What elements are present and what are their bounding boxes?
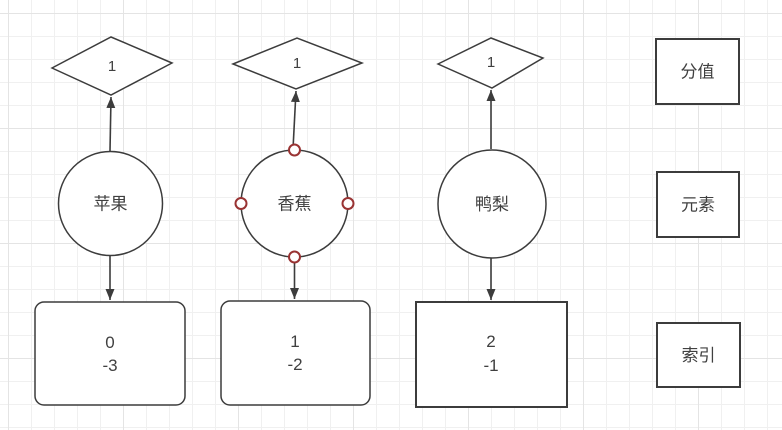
connection-handle-top[interactable] [288,143,301,157]
legend-box-element[interactable] [656,171,740,238]
circle-element-1[interactable] [57,150,164,257]
rect-index-2-bottom-label: -2 [287,355,302,374]
diamond-score-2[interactable] [230,37,365,90]
circle-element-3[interactable] [437,149,547,259]
rect-index-1-top-label: 0 [105,333,114,352]
legend-box-index-label: 索引 [682,346,716,365]
rect-index-2[interactable] [220,300,371,406]
rect-index-1[interactable] [34,301,186,406]
connection-handle-right[interactable] [341,197,355,210]
diamond-score-3-label: 1 [487,54,495,71]
circle-element-2-label: 香蕉 [278,195,312,214]
rect-index-2-top-label: 1 [290,332,299,351]
rect-index-3-top-label: 2 [486,332,495,351]
diamond-score-3[interactable] [436,37,545,89]
legend-box-score-label: 分值 [681,63,715,82]
connection-handle-left[interactable] [234,197,248,210]
rect-index-3[interactable] [415,301,568,408]
circle-element-3-label: 鸭梨 [475,195,509,214]
legend-box-score[interactable] [655,38,740,105]
diamond-score-2-label: 1 [293,55,301,72]
connection-handle-bottom[interactable] [288,250,301,264]
edge-element-to-score-2[interactable] [290,90,300,150]
rect-index-3-bottom-label: -1 [483,356,498,375]
diamond-score-1-label: 1 [108,58,116,75]
edge-element-to-score-1[interactable] [106,96,116,152]
circle-element-1-label: 苹果 [94,195,128,214]
legend-box-element-label: 元素 [681,196,715,215]
rect-index-1-bottom-label: -3 [102,356,117,375]
diamond-score-1[interactable] [50,36,174,96]
legend-box-index[interactable] [656,322,741,388]
